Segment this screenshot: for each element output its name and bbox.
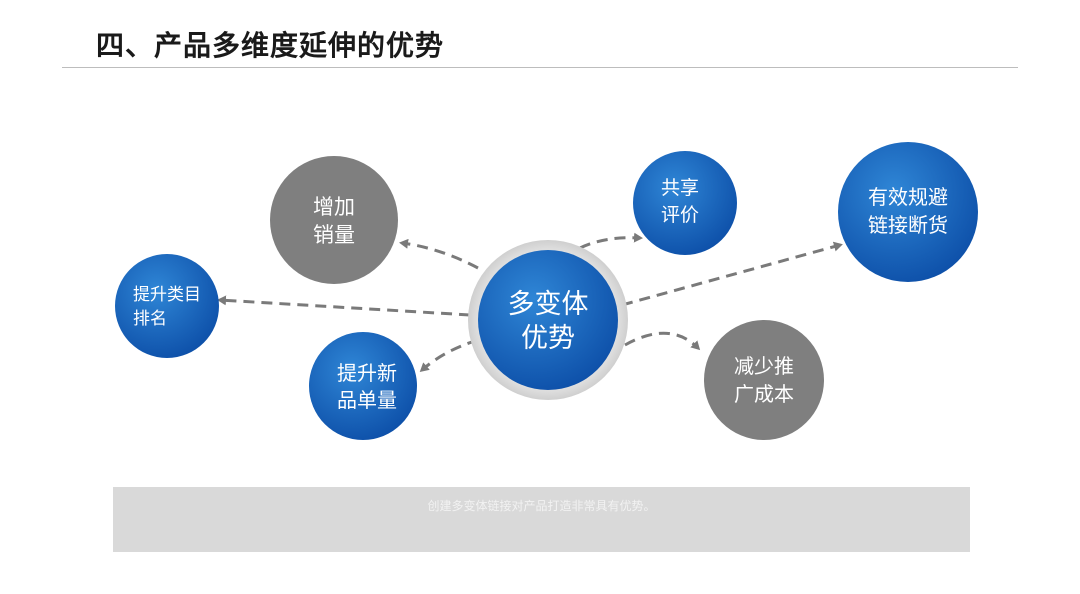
svg-text:评价: 评价: [661, 204, 699, 226]
node-new-product-orders: 提升新 品单量: [309, 332, 417, 440]
svg-text:有效规避: 有效规避: [868, 185, 948, 209]
svg-text:共享: 共享: [661, 177, 699, 199]
svg-text:减少推: 减少推: [734, 354, 794, 378]
arrow-to-new-product-orders: [419, 338, 479, 372]
svg-text:优势: 优势: [521, 323, 575, 354]
svg-text:增加: 增加: [313, 195, 355, 219]
arrow-to-avoid-stockout: [621, 241, 843, 307]
svg-text:销量: 销量: [313, 223, 355, 247]
svg-text:链接断货: 链接断货: [868, 213, 948, 237]
node-reduce-promo-cost: 减少推 广成本: [704, 320, 824, 440]
arrow-to-reduce-promo-cost: [624, 331, 701, 351]
node-center: 多变体 优势: [468, 240, 628, 400]
page-title: 四、产品多维度延伸的优势: [96, 29, 445, 62]
arrow-to-increase-sales: [399, 238, 479, 270]
node-avoid-stockout: 有效规避 链接断货: [838, 142, 978, 282]
svg-text:多变体: 多变体: [508, 289, 589, 320]
svg-text:品单量: 品单量: [337, 388, 397, 412]
node-increase-sales: 增加 销量: [270, 156, 398, 284]
svg-text:排名: 排名: [133, 309, 167, 329]
node-category-ranking: 提升类目 排名: [115, 254, 219, 358]
svg-text:广成本: 广成本: [734, 382, 794, 406]
arrow-to-category-ranking: [217, 295, 471, 317]
title-divider: [62, 67, 1018, 68]
caption-box: 创建多变体链接对产品打造非常具有优势。: [113, 487, 970, 552]
svg-text:提升新: 提升新: [337, 361, 397, 385]
caption-text: 创建多变体链接对产品打造非常具有优势。: [427, 499, 656, 513]
node-share-reviews: 共享 评价: [633, 151, 737, 255]
connectors: [217, 232, 843, 372]
svg-text:提升类目: 提升类目: [133, 285, 201, 305]
arrow-to-share-reviews: [579, 232, 643, 250]
